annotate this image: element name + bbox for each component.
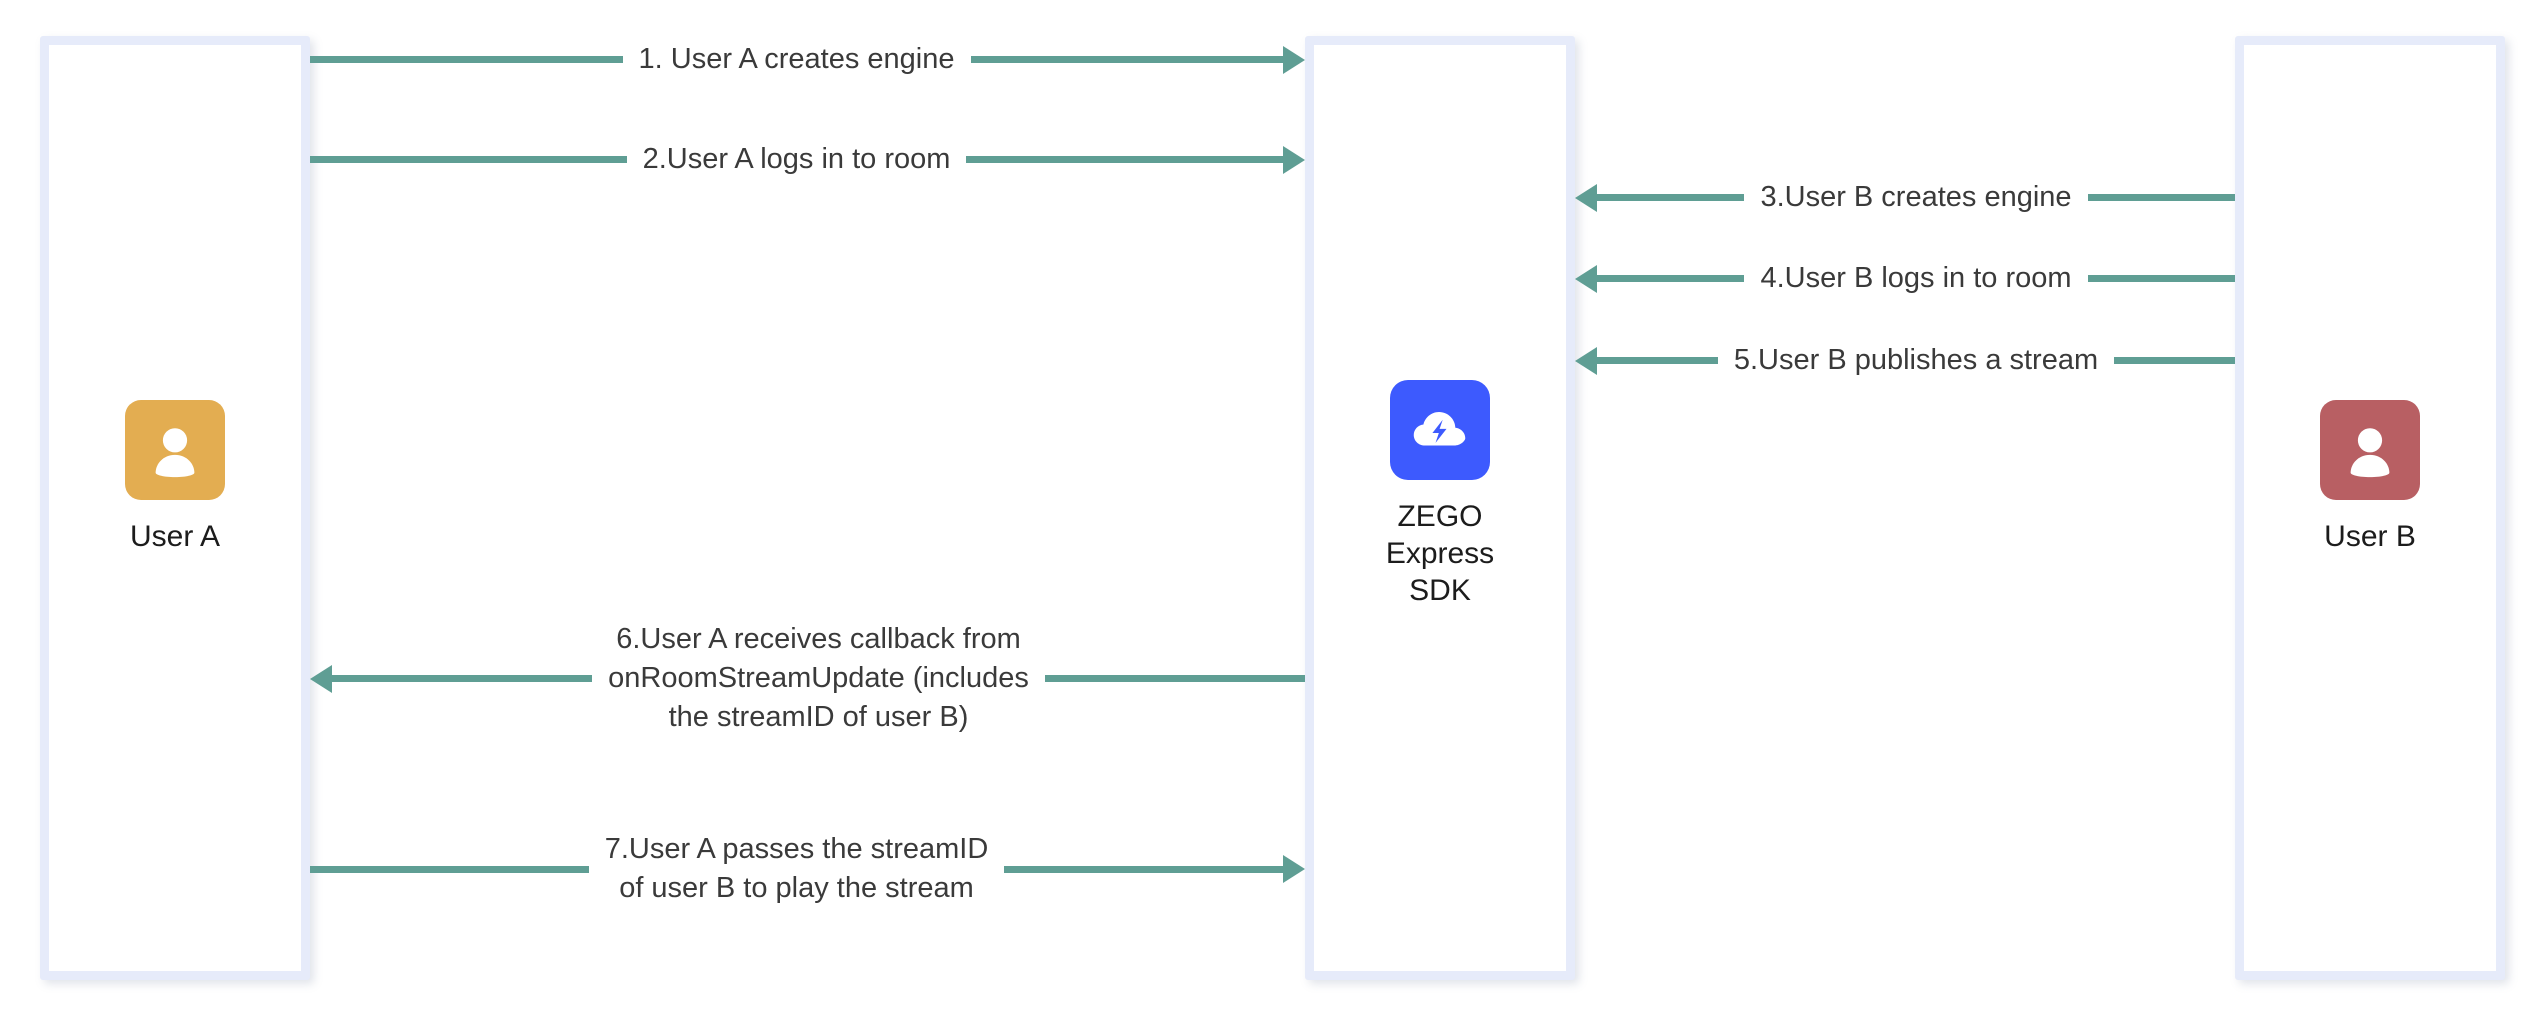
arrow-head-left-icon: [310, 664, 332, 693]
person-icon: [2320, 400, 2420, 500]
arrow-line: [310, 156, 627, 163]
lifeline-zego-express-sdk: [1305, 36, 1575, 980]
actor-zego-express-sdk: ZEGO Express SDK: [1305, 380, 1575, 609]
arrow-line: [310, 56, 623, 63]
arrow-line: [1597, 275, 1745, 282]
arrow-head-right-icon: [1283, 855, 1305, 883]
arrow-line: [332, 675, 593, 682]
arrow-head-right-icon: [1283, 145, 1305, 174]
message-label-7: 7.User A passes the streamID of user B t…: [604, 833, 989, 904]
actor-label-user-b: User B: [2324, 520, 2416, 553]
lifeline-user-a: [40, 36, 310, 980]
person-icon: [125, 400, 225, 500]
arrow-line: [970, 56, 1284, 63]
zego-cloud-bolt-icon: [1390, 380, 1490, 480]
actor-label-zego-express-sdk: ZEGO Express SDK: [1385, 500, 1495, 607]
lifeline-user-b: [2235, 36, 2505, 980]
arrow-head-left-icon: [1575, 346, 1597, 375]
message-label-6: 6.User A receives callback from onRoomSt…: [608, 623, 1029, 733]
arrow-line: [1597, 194, 1745, 201]
message-arrow-6: 6.User A receives callback from onRoomSt…: [310, 620, 1305, 737]
arrow-head-left-icon: [1575, 264, 1597, 293]
message-arrow-3: 3.User B creates engine: [1575, 178, 2235, 217]
message-arrow-2: 2.User A logs in to room: [310, 140, 1305, 179]
actor-label-user-a: User A: [129, 520, 221, 553]
arrow-line: [310, 865, 589, 873]
arrow-line: [2087, 275, 2236, 282]
arrow-line: [1044, 675, 1305, 682]
arrow-line: [1597, 357, 1718, 364]
actor-user-b: User B: [2235, 400, 2505, 555]
arrow-head-left-icon: [1575, 183, 1597, 212]
message-arrow-4: 4.User B logs in to room: [1575, 259, 2236, 298]
message-label-4: 4.User B logs in to room: [1760, 262, 2072, 294]
arrow-line: [2087, 194, 2235, 201]
message-arrow-1: 1. User A creates engine: [310, 40, 1306, 79]
arrow-head-right-icon: [1283, 45, 1306, 74]
message-label-1: 1. User A creates engine: [638, 43, 955, 75]
message-arrow-5: 5.User B publishes a stream: [1575, 341, 2235, 380]
arrow-line: [1004, 865, 1283, 873]
actor-user-a: User A: [40, 400, 310, 555]
message-label-3: 3.User B creates engine: [1760, 181, 2072, 213]
arrow-line: [2114, 357, 2235, 364]
message-arrow-7: 7.User A passes the streamID of user B t…: [310, 830, 1305, 908]
arrow-line: [966, 156, 1283, 163]
message-label-5: 5.User B publishes a stream: [1733, 344, 2099, 376]
message-label-2: 2.User A logs in to room: [642, 143, 951, 175]
